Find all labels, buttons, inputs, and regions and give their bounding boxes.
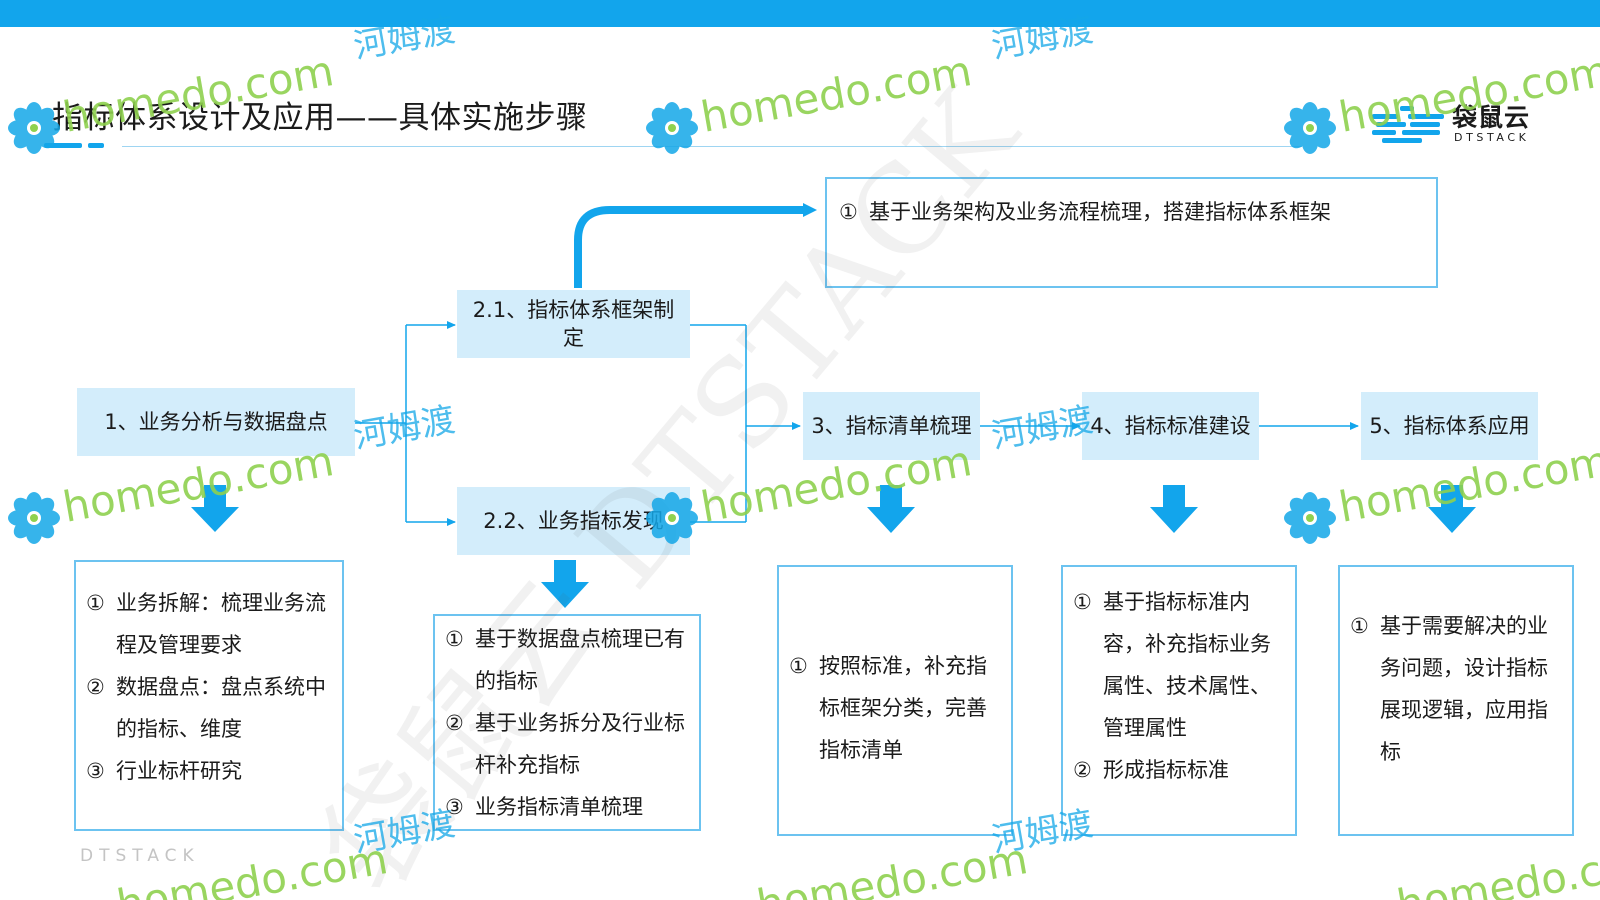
item-number: ② <box>1073 758 1092 782</box>
watermark-site: homedo.com <box>697 46 975 142</box>
title-underline <box>122 146 1302 147</box>
step-5-detail-box: ① 基于需要解决的业务问题，设计指标展现逻辑，应用指标 <box>1338 565 1574 836</box>
item-number: ① <box>86 591 105 615</box>
step-2-1-box: 2.1、指标体系框架制定 <box>457 290 690 358</box>
watermark-cn: 河姆渡 <box>351 400 458 457</box>
logo-brand-cn: 袋鼠云 <box>1452 103 1531 132</box>
detail-item: ② 基于业务拆分及行业标杆补充指标 <box>445 702 689 786</box>
watermark-cn: 河姆渡 <box>989 400 1096 457</box>
title-accent-dash-small <box>88 143 104 148</box>
step-1-detail-box: ① 业务拆解：梳理业务流程及管理要求 ② 数据盘点：盘点系统中的指标、维度 ③ … <box>74 560 344 831</box>
step-3-box: 3、指标清单梳理 <box>803 392 980 460</box>
logo-brand-en: DTSTACK <box>1454 131 1530 144</box>
step-5-box: 5、指标体系应用 <box>1361 392 1538 460</box>
detail-item: ① 基于需要解决的业务问题，设计指标展现逻辑，应用指标 <box>1350 605 1562 773</box>
item-text: 业务拆解：梳理业务流程及管理要求 <box>116 591 326 657</box>
item-text: 数据盘点：盘点系统中的指标、维度 <box>116 675 326 741</box>
detail-item: ③ 业务指标清单梳理 <box>445 786 689 828</box>
item-number: ② <box>445 711 464 735</box>
item-number: ③ <box>445 795 464 819</box>
footer-brand: DTSTACK <box>80 846 200 866</box>
step-1-box: 1、业务分析与数据盘点 <box>77 388 355 456</box>
item-number: ① <box>789 654 808 678</box>
item-text: 基于业务拆分及行业标杆补充指标 <box>475 711 685 777</box>
item-text: 形成指标标准 <box>1103 758 1229 782</box>
step-2-2-box: 2.2、业务指标发现 <box>457 487 690 555</box>
down-arrow-5 <box>1428 485 1476 533</box>
detail-item: ① 基于指标标准内容，补充指标业务属性、技术属性、管理属性 <box>1073 581 1285 749</box>
page-title: 指标体系设计及应用——具体实施步骤 <box>52 100 588 136</box>
item-text: 业务指标清单梳理 <box>475 795 643 819</box>
item-number: ② <box>86 675 105 699</box>
flower-icon <box>8 492 60 544</box>
down-arrow-2-2 <box>541 560 589 608</box>
detail-item: ② 形成指标标准 <box>1073 749 1285 791</box>
detail-item: ① 基于业务架构及业务流程梳理，搭建指标体系框架 <box>839 191 1426 233</box>
curved-arrow-head <box>803 203 817 217</box>
item-number: ① <box>1073 590 1092 614</box>
item-text: 按照标准，补充指标框架分类，完善指标清单 <box>819 654 987 762</box>
detail-item: ③ 行业标杆研究 <box>86 750 332 792</box>
step-4-box: 4、指标标准建设 <box>1082 392 1259 460</box>
title-accent-dash <box>44 143 82 148</box>
down-arrow-4 <box>1150 485 1198 533</box>
flower-icon <box>1284 492 1336 544</box>
framework-detail-box: ① 基于业务架构及业务流程梳理，搭建指标体系框架 <box>825 177 1438 288</box>
item-number: ③ <box>86 759 105 783</box>
detail-item: ① 基于数据盘点梳理已有的指标 <box>445 618 689 702</box>
item-number: ① <box>1350 614 1369 638</box>
item-number: ① <box>445 627 464 651</box>
detail-item: ② 数据盘点：盘点系统中的指标、维度 <box>86 666 332 750</box>
watermark-site: homedo.com <box>113 834 391 900</box>
step-2-2-detail-box: ① 基于数据盘点梳理已有的指标 ② 基于业务拆分及行业标杆补充指标 ③ 业务指标… <box>433 614 701 831</box>
item-text: 基于需要解决的业务问题，设计指标展现逻辑，应用指标 <box>1380 614 1548 764</box>
detail-item: ① 按照标准，补充指标框架分类，完善指标清单 <box>789 645 1001 771</box>
down-arrow-1 <box>191 485 239 532</box>
item-text: 基于指标标准内容，补充指标业务属性、技术属性、管理属性 <box>1103 590 1271 740</box>
dtstack-logo-icon <box>1372 106 1444 143</box>
watermark-site: homedo.com <box>1393 834 1600 900</box>
curved-arrow-to-framework <box>574 206 805 288</box>
watermark-site: homedo.com <box>753 834 1031 900</box>
detail-item: ① 业务拆解：梳理业务流程及管理要求 <box>86 582 332 666</box>
item-text: 行业标杆研究 <box>116 759 242 783</box>
down-arrow-3 <box>867 485 915 533</box>
item-text: 基于业务架构及业务流程梳理，搭建指标体系框架 <box>869 200 1331 224</box>
item-number: ① <box>839 200 858 224</box>
item-text: 基于数据盘点梳理已有的指标 <box>475 627 685 693</box>
top-accent-bar <box>0 0 1600 27</box>
step-3-detail-box: ① 按照标准，补充指标框架分类，完善指标清单 <box>777 565 1013 836</box>
step-4-detail-box: ① 基于指标标准内容，补充指标业务属性、技术属性、管理属性 ② 形成指标标准 <box>1061 565 1297 836</box>
